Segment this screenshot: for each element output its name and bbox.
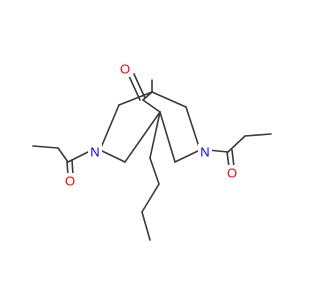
bond-left-ethyl-ch3 [32,145,59,149]
bond-ch2-bottom-left-bridgehead-right [124,111,161,163]
bond-n-right-ch2-bottom-right [174,149,201,163]
bond-n-left-ch2-bottom-left [99,149,126,163]
bond-ketone-c-bridgehead-right [142,99,161,113]
right-amide-oxygen-label: O [227,166,237,181]
left-nitrogen-label: N [90,145,99,160]
bond-ketone-co-a [128,75,141,101]
bond-ch2-bottom-right-bridgehead-right [159,111,176,163]
n-left-bg [88,144,102,160]
bond-butyl-2 [149,157,160,185]
bond-butyl-3 [141,183,160,213]
o-left-bg [63,173,77,189]
bond-butyl-4 [141,211,151,241]
bond-right-carbonyl-ethyl-ch2 [227,135,246,153]
ketone-oxygen-label: O [120,62,130,77]
bond-layer [32,73,272,241]
molecule-drawing: O N N O O [32,61,272,241]
o-bridge-bg [118,61,132,77]
bond-left-co-a [66,161,69,176]
bond-left-co-b [71,159,74,176]
structure-canvas: O N N O O [32,61,272,241]
bond-right-ethyl-ch3 [244,133,272,137]
bond-left-carbonyl-ethyl-ch2 [57,147,69,163]
bond-right-co-a [226,151,230,168]
left-amide-oxygen-label: O [65,174,75,189]
bond-right-co-b [231,149,235,168]
atom-layer: O N N O O [63,61,239,189]
right-nitrogen-label: N [200,145,209,160]
n-right-bg [198,144,212,160]
bond-bridgehead-left-ch2-top-left [118,91,153,106]
bond-ketone-co-b [133,73,146,99]
bond-butyl-1 [149,111,161,159]
bond-ch2-top-left-n-left [99,104,120,151]
o-right-bg [225,165,239,181]
bond-bridgehead-left-ch2-top-right [151,91,187,108]
bond-ch2-top-right-n-right [185,106,201,151]
